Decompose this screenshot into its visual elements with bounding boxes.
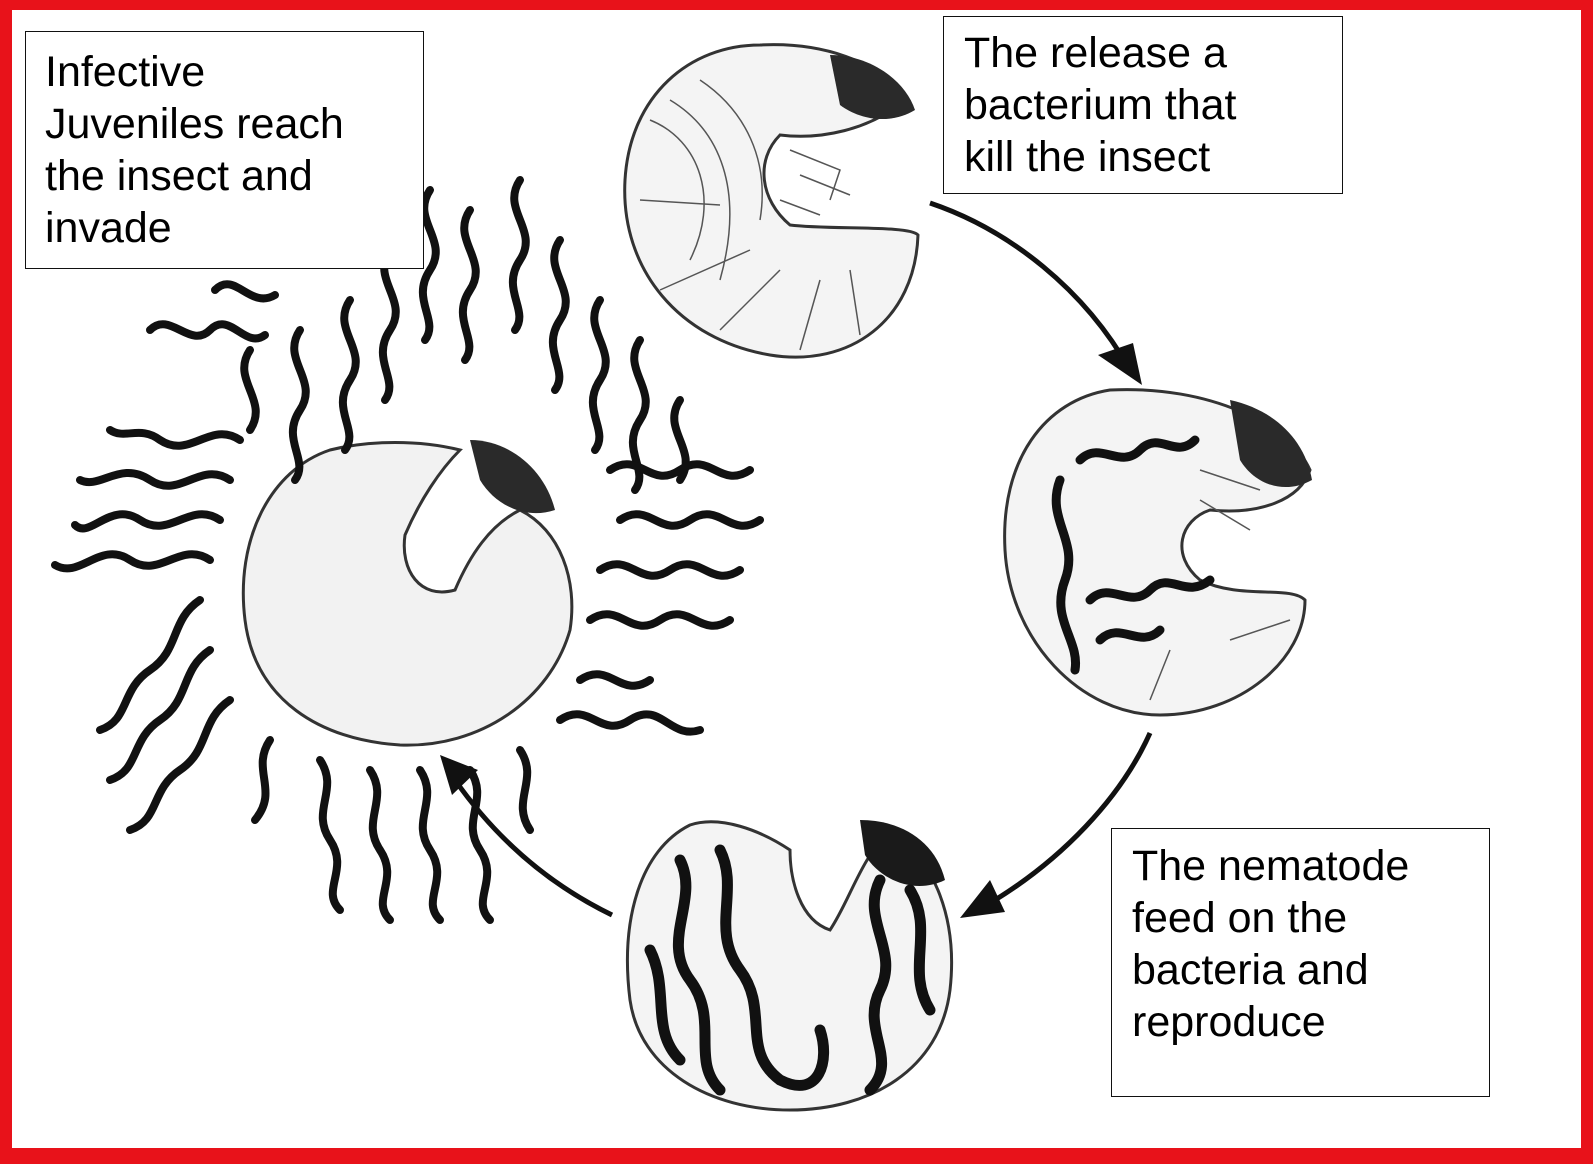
arrow-release-to-infected <box>930 203 1142 385</box>
label-line: feed on the <box>1132 892 1489 944</box>
label-line: The nematode <box>1132 840 1489 892</box>
label-line: bacterium that <box>964 79 1342 131</box>
label-line: kill the insect <box>964 131 1342 183</box>
label-line: The release a <box>964 27 1342 79</box>
larva-invaded <box>55 180 760 920</box>
label-line: bacteria and <box>1132 944 1489 996</box>
label-line: Infective <box>45 46 423 98</box>
larva-infected <box>1005 390 1312 715</box>
stage-label-release: The release a bacterium that kill the in… <box>943 16 1343 194</box>
larva-healthy <box>625 45 918 357</box>
label-line: invade <box>45 202 423 254</box>
stage-label-invade: Infective Juveniles reach the insect and… <box>25 31 424 269</box>
label-line: Juveniles reach <box>45 98 423 150</box>
label-line: reproduce <box>1132 996 1489 1048</box>
stage-label-reproduce: The nematode feed on the bacteria and re… <box>1111 828 1490 1097</box>
label-line: the insect and <box>45 150 423 202</box>
larva-reproducing <box>628 820 952 1110</box>
